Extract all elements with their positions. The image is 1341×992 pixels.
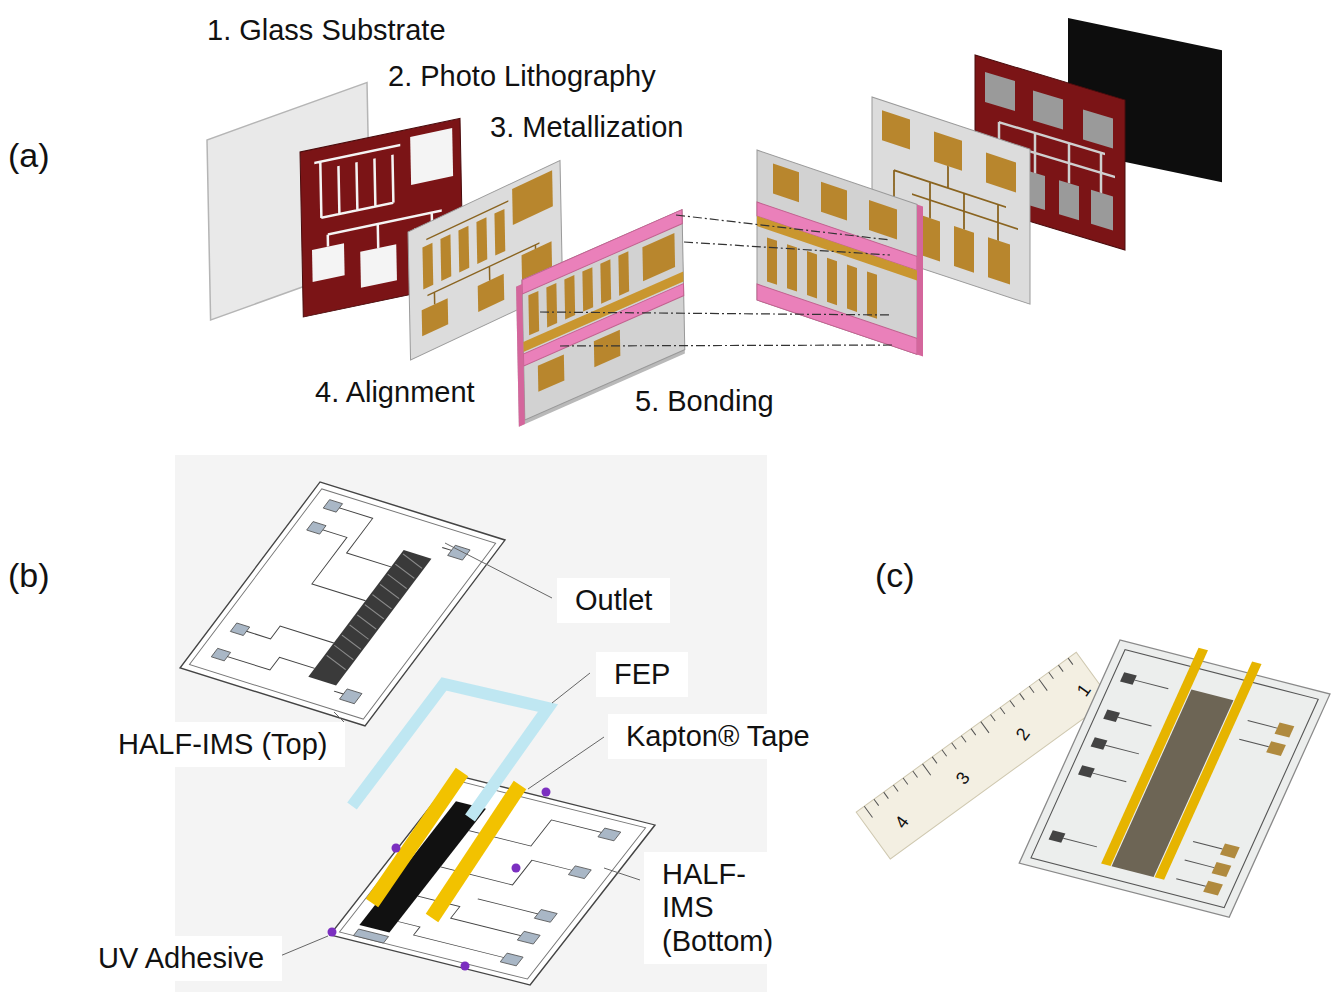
step-label: 2. Photo Lithography xyxy=(388,60,656,93)
panel-label: (c) xyxy=(875,556,915,595)
step-label: 1. Glass Substrate xyxy=(207,14,446,47)
part-label: Kapton® Tape xyxy=(608,714,828,759)
bonded-plate xyxy=(757,150,923,356)
kapton-tape xyxy=(372,772,520,918)
alignment-lines xyxy=(540,215,892,346)
step-label: 5. Bonding xyxy=(635,385,774,418)
step-label: 3. Metallization xyxy=(490,111,683,144)
part-label: FEP xyxy=(596,652,688,697)
panel-label: (a) xyxy=(8,136,50,175)
part-label: HALF-IMS (Bottom) xyxy=(644,852,810,964)
fep-film xyxy=(352,684,548,818)
step-label: 4. Alignment xyxy=(315,376,475,409)
panel-label: (b) xyxy=(8,556,50,595)
device-photo xyxy=(1019,629,1335,917)
part-label: HALF-IMS (Top) xyxy=(100,722,345,767)
adhesive-dots xyxy=(328,788,551,971)
part-label: UV Adhesive xyxy=(80,936,282,981)
part-label: Outlet xyxy=(557,578,670,623)
